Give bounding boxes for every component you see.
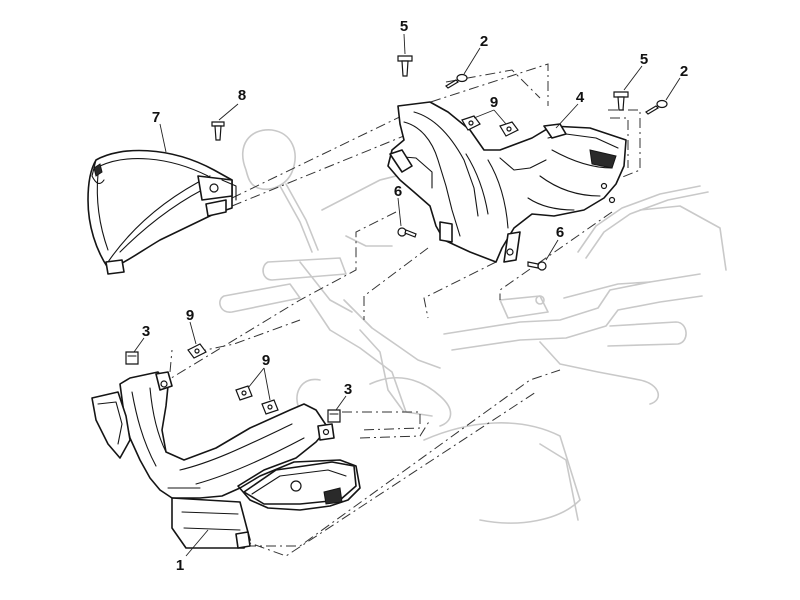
callout-1: 1 <box>176 557 184 574</box>
lower-front-cowl-part <box>91 371 361 549</box>
screw-2-right <box>645 99 668 115</box>
bolt-8 <box>211 121 225 141</box>
clip-nut-3-right <box>327 409 341 423</box>
screw-6-left <box>397 227 417 238</box>
bolt-5-left <box>397 55 413 77</box>
screw-6-right <box>527 261 547 271</box>
nut-9-center-b <box>261 399 279 415</box>
callout-2-right: 2 <box>680 63 688 80</box>
callout-4: 4 <box>576 89 585 106</box>
callout-2-left: 2 <box>480 33 488 50</box>
nut-9-upper-a <box>461 115 481 131</box>
callout-8: 8 <box>238 87 246 104</box>
callout-6-left: 6 <box>394 183 402 200</box>
callout-5-left: 5 <box>400 18 408 35</box>
clip-nut-3-left <box>125 351 139 365</box>
nut-9-left <box>187 343 207 359</box>
callout-9-upper: 9 <box>490 94 498 111</box>
callout-9-center: 9 <box>262 352 270 369</box>
callout-labels: 1 2 2 3 3 4 5 5 6 6 7 8 9 9 9 <box>142 18 688 574</box>
nut-9-center-a <box>235 385 253 401</box>
handlebar-cover-part <box>387 101 627 263</box>
background-motorcycle-ghost <box>219 129 727 524</box>
callout-7: 7 <box>152 109 160 126</box>
callout-6-right: 6 <box>556 224 564 241</box>
callout-3-right: 3 <box>344 381 352 398</box>
bolt-5-right <box>613 91 629 111</box>
hardware-fasteners <box>125 55 668 423</box>
windshield-cowl-part <box>87 149 237 275</box>
callout-3-left: 3 <box>142 323 150 340</box>
assembly-lines <box>167 63 641 557</box>
leader-lines <box>133 33 681 557</box>
callout-9-left: 9 <box>186 307 194 324</box>
nut-9-upper-b <box>499 121 519 137</box>
callout-5-right: 5 <box>640 51 648 68</box>
screw-2-left <box>445 73 468 89</box>
